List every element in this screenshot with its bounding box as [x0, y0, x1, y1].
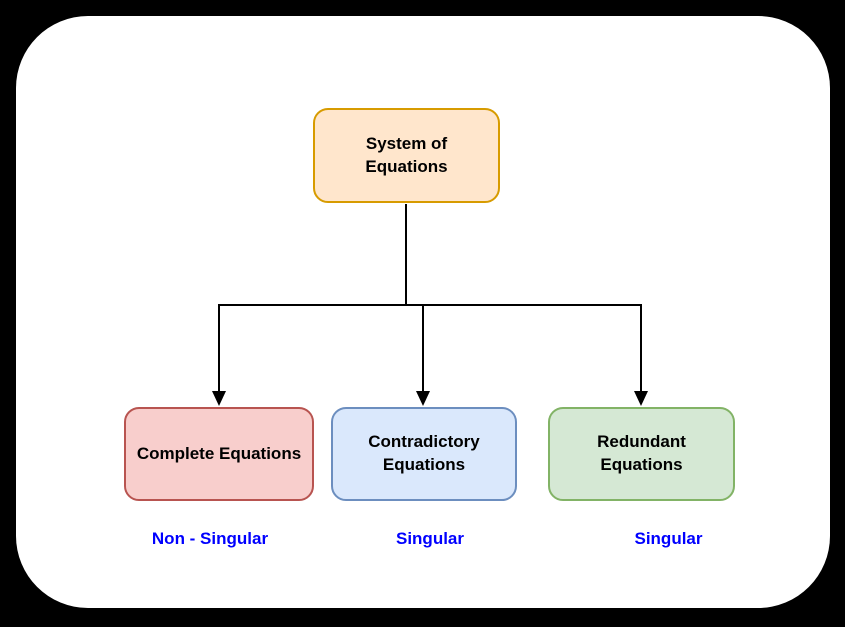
- connector-stem: [405, 204, 407, 305]
- category-label-singular-middle: Singular: [395, 529, 464, 548]
- arrowhead-down-icon: [212, 391, 226, 406]
- node-contradictory-equations: Contradictory Equations: [331, 407, 517, 501]
- arrowhead-down-icon: [416, 391, 430, 406]
- category-label-non-singular: Non - Singular: [151, 529, 269, 548]
- node-system-of-equations: System of Equations: [313, 108, 500, 203]
- arrowhead-down-icon: [634, 391, 648, 406]
- node-complete-equations: Complete Equations: [124, 407, 314, 501]
- node-redundant-equations: Redundant Equations: [548, 407, 735, 501]
- connector-rail: [218, 304, 642, 306]
- connector-drop-right: [640, 304, 642, 392]
- connector-drop-left: [218, 304, 220, 392]
- connector-drop-middle: [422, 304, 424, 392]
- category-label-singular-right: Singular: [634, 529, 703, 548]
